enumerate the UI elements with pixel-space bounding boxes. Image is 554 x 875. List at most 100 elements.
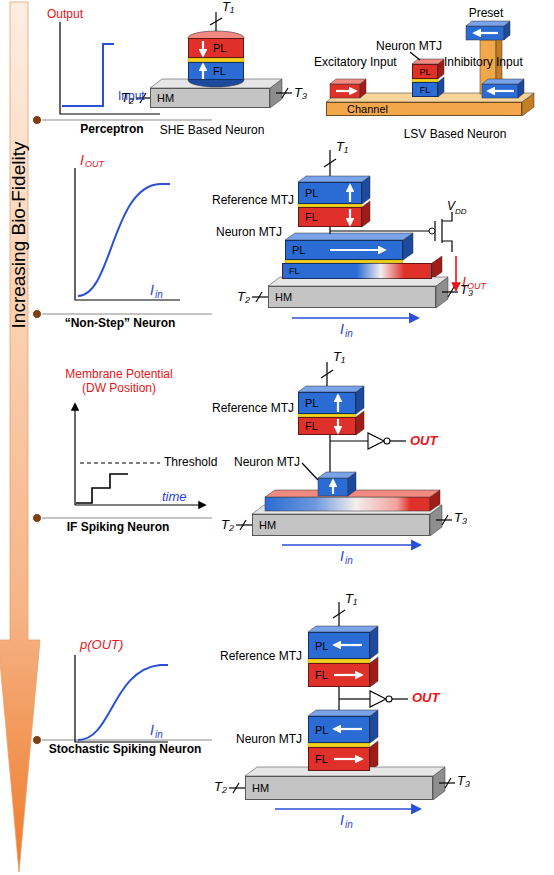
layer-label: FL: [305, 211, 318, 223]
magnetization-arrow: [334, 758, 362, 760]
magnetization-arrow: [349, 185, 351, 202]
terminal-wire: [321, 370, 333, 378]
text-label: “Non-Step” Neuron: [65, 317, 176, 331]
input-current-arrow: [282, 544, 420, 546]
text-label: in: [345, 819, 353, 831]
layer-label: HM: [259, 519, 276, 531]
layer-label: HM: [252, 782, 269, 794]
circuit-wire: [390, 440, 406, 441]
preset-magnet: [466, 26, 504, 40]
magnetization-arrow: [336, 90, 356, 92]
text-label: T₁: [222, 0, 234, 15]
section-dot: [33, 116, 42, 125]
inverter-symbol: [368, 433, 392, 707]
heavy-metal-layer: HM: [245, 776, 433, 800]
section-dot: [33, 736, 42, 745]
terminal-wire: [448, 287, 454, 297]
layer-label: HM: [157, 92, 174, 104]
free-layer: FL: [308, 747, 370, 771]
text-label: I: [340, 321, 344, 337]
circuit-wire: [410, 52, 420, 60]
layer-label: PL: [292, 244, 305, 256]
input-current-arrow: [292, 317, 418, 319]
pinned-layer-top: [285, 233, 413, 240]
free-layer-side: [438, 77, 444, 97]
free-layer-side: [370, 657, 378, 687]
text-label: T₁: [345, 592, 357, 607]
circuit-wire: [392, 698, 408, 699]
graph-axis: [75, 655, 168, 742]
terminal-wire: [445, 778, 451, 788]
transfer-curve: [78, 184, 170, 296]
text-label: T₂: [121, 91, 134, 106]
text-label: I: [340, 548, 344, 564]
preset-magnet-top: [466, 21, 510, 26]
section-rule: [37, 120, 212, 121]
layer-label: FL: [305, 420, 318, 432]
terminal-wire: [240, 520, 246, 530]
text-label: Neuron MTJ: [216, 226, 282, 240]
pinned-layer: PL: [308, 632, 370, 659]
transfer-curve: [78, 665, 168, 740]
layer-label: PL: [315, 724, 328, 736]
neuron-magnet: [318, 478, 348, 496]
layer-face: [150, 21, 534, 800]
text-label: T₃: [294, 86, 307, 101]
section-rule: [37, 740, 212, 741]
input-magnet: [482, 84, 518, 98]
pmos-bubble: [429, 228, 435, 234]
pinned-layer: PL: [298, 392, 356, 414]
magnetization-arrow: [334, 674, 362, 676]
section-dot: [33, 116, 42, 745]
circuit-wire: [330, 230, 429, 231]
text-label: I: [340, 812, 344, 828]
layer-label: FL: [420, 85, 431, 95]
text-label: Stochastic Spiking Neuron: [49, 743, 202, 757]
magnetization-arrow: [474, 32, 498, 34]
text-label: in: [345, 328, 353, 340]
text-label: T₃: [460, 283, 473, 298]
input-current-arrow: [275, 808, 420, 810]
text-label: I: [150, 282, 154, 298]
text-label: Output: [47, 8, 83, 22]
circuit-wire: [302, 52, 452, 710]
text-label: IF Spiking Neuron: [67, 521, 170, 535]
layer-label: FL: [315, 753, 328, 765]
layer-label: PL: [213, 42, 226, 54]
terminal-wire: [282, 88, 288, 98]
text-label: Neuron MTJ: [234, 456, 300, 470]
text-label: I: [80, 152, 84, 168]
text-label: Neuron MTJ: [376, 40, 442, 54]
text-label: T₂: [214, 780, 227, 795]
terminal-wire: [276, 92, 292, 93]
free-layer-side: [370, 741, 378, 771]
circuit-wire: [441, 219, 442, 243]
layer-label: FL: [315, 669, 328, 681]
text-label: DD: [455, 207, 467, 216]
layer-label: HM: [275, 291, 292, 303]
transfer-curve: [62, 44, 114, 106]
magnetization-arrow: [202, 41, 204, 56]
terminal-wire: [252, 296, 268, 297]
text-label: T₃: [454, 511, 467, 526]
text-label: T₁: [336, 140, 348, 155]
circuit-wire: [302, 463, 318, 480]
text-label: T₃: [457, 774, 470, 789]
section-dot: [33, 514, 42, 523]
membrane-staircase: [76, 474, 128, 503]
text-label: I: [150, 722, 154, 738]
magnetization-arrow: [330, 249, 385, 251]
circuit-wire: [339, 698, 370, 699]
layer-label: Channel: [347, 103, 388, 115]
threshold-line: [80, 463, 160, 464]
text-label: Reference MTJ: [220, 650, 302, 664]
circuit-wire: [330, 440, 368, 441]
text-label: in: [345, 555, 353, 567]
text-label: in: [155, 289, 163, 301]
input-magnet-top: [482, 79, 524, 84]
pinned-layer: PL: [298, 182, 362, 204]
terminal-wire: [333, 610, 345, 618]
text-label: LSV Based Neuron: [404, 128, 507, 142]
